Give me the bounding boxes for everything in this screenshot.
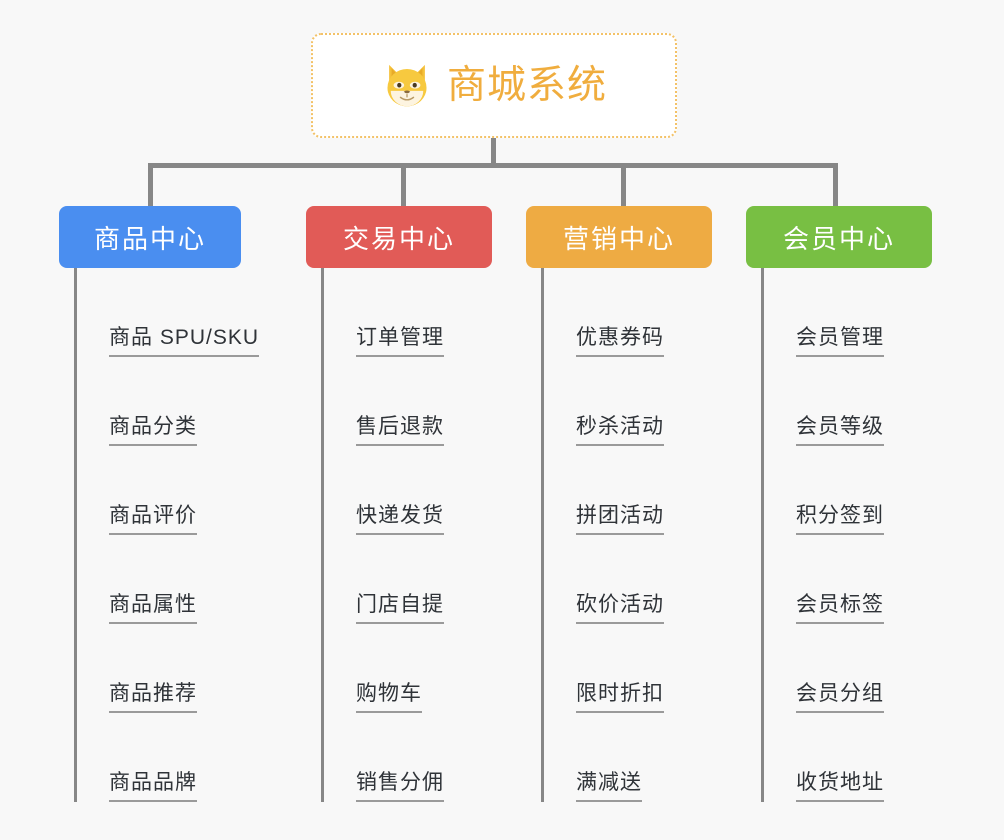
leaf-item[interactable]: 售后退款 (324, 357, 492, 446)
leaf-item[interactable]: 秒杀活动 (544, 357, 712, 446)
leaf-label: 限时折扣 (576, 681, 664, 705)
leaf-item[interactable]: 会员分组 (764, 624, 932, 713)
leaf-item[interactable]: 商品分类 (77, 357, 259, 446)
leaf-label: 收货地址 (796, 770, 884, 794)
leaf-item[interactable]: 商品推荐 (77, 624, 259, 713)
leaf-item[interactable]: 购物车 (324, 624, 492, 713)
drop-connector-3 (621, 163, 626, 206)
category-label: 营销中心 (562, 223, 675, 254)
leaf-underline: 优惠券码 (576, 326, 664, 357)
category-label: 商品中心 (93, 223, 206, 254)
category-column-3: 营销中心优惠券码秒杀活动拼团活动砍价活动限时折扣满减送 (526, 206, 712, 802)
leaf-item[interactable]: 收货地址 (764, 713, 932, 802)
leaf-label: 会员管理 (796, 325, 884, 349)
category-label: 交易中心 (342, 223, 455, 254)
leaf-item[interactable]: 商品评价 (77, 446, 259, 535)
leaf-underline: 商品品牌 (109, 771, 197, 802)
leaf-item[interactable]: 商品 SPU/SKU (77, 268, 260, 357)
leaf-label: 商品推荐 (109, 681, 197, 705)
leaf-label: 积分签到 (796, 503, 884, 527)
leaf-item[interactable]: 销售分佣 (324, 713, 492, 802)
leaf-list-1: 商品 SPU/SKU 商品分类商品评价商品属性商品推荐商品品牌 (74, 268, 260, 802)
leaf-list-4: 会员管理会员等级积分签到会员标签会员分组收货地址 (761, 268, 932, 802)
leaf-item[interactable]: 砍价活动 (544, 535, 712, 624)
leaf-underline: 会员标签 (796, 593, 884, 624)
leaf-label: 门店自提 (356, 592, 444, 616)
leaf-item[interactable]: 订单管理 (324, 268, 492, 357)
leaf-item[interactable]: 会员管理 (764, 268, 932, 357)
leaf-underline: 销售分佣 (356, 771, 444, 802)
bus-connector (148, 163, 836, 168)
drop-connector-1 (148, 163, 153, 206)
leaf-label: 拼团活动 (576, 503, 664, 527)
root-title: 商城系统 (446, 64, 607, 107)
category-column-4: 会员中心会员管理会员等级积分签到会员标签会员分组收货地址 (746, 206, 932, 802)
category-label: 会员中心 (782, 223, 895, 254)
leaf-underline: 订单管理 (356, 326, 444, 357)
leaf-underline: 会员等级 (796, 415, 884, 446)
leaf-label: 会员分组 (796, 681, 884, 705)
leaf-list-3: 优惠券码秒杀活动拼团活动砍价活动限时折扣满减送 (541, 268, 712, 802)
leaf-item[interactable]: 积分签到 (764, 446, 932, 535)
leaf-underline: 收货地址 (796, 771, 884, 802)
leaf-underline: 会员分组 (796, 682, 884, 713)
leaf-underline: 购物车 (356, 682, 422, 713)
leaf-list-2: 订单管理售后退款快递发货门店自提购物车销售分佣 (321, 268, 492, 802)
leaf-underline: 商品推荐 (109, 682, 197, 713)
leaf-underline: 快递发货 (356, 504, 444, 535)
category-header-3[interactable]: 营销中心 (526, 206, 712, 268)
leaf-label: 砍价活动 (576, 592, 664, 616)
leaf-underline: 门店自提 (356, 593, 444, 624)
leaf-item[interactable]: 商品属性 (77, 535, 259, 624)
leaf-item[interactable]: 拼团活动 (544, 446, 712, 535)
leaf-label: 购物车 (356, 681, 422, 705)
leaf-underline: 会员管理 (796, 326, 884, 357)
leaf-underline: 商品评价 (109, 504, 197, 535)
leaf-underline: 砍价活动 (576, 593, 664, 624)
drop-connector-4 (833, 163, 838, 206)
leaf-label: 订单管理 (356, 325, 444, 349)
leaf-label: 秒杀活动 (576, 414, 664, 438)
leaf-label: 优惠券码 (576, 325, 664, 349)
leaf-item[interactable]: 满减送 (544, 713, 712, 802)
leaf-item[interactable]: 商品品牌 (77, 713, 259, 802)
leaf-label: 售后退款 (356, 414, 444, 438)
category-header-2[interactable]: 交易中心 (306, 206, 492, 268)
drop-connector-2 (401, 163, 406, 206)
category-column-2: 交易中心订单管理售后退款快递发货门店自提购物车销售分佣 (306, 206, 492, 802)
leaf-label: 商品 SPU/SKU (109, 325, 260, 349)
leaf-label: 商品评价 (109, 503, 197, 527)
leaf-underline: 积分签到 (796, 504, 884, 535)
category-column-1: 商品中心商品 SPU/SKU 商品分类商品评价商品属性商品推荐商品品牌 (59, 206, 260, 802)
shiba-dog-icon (387, 64, 427, 106)
leaf-underline: 满减送 (576, 771, 642, 802)
trunk-connector (491, 138, 496, 166)
leaf-label: 快递发货 (356, 503, 444, 527)
leaf-label: 销售分佣 (356, 770, 444, 794)
leaf-underline: 商品分类 (109, 415, 197, 446)
leaf-item[interactable]: 优惠券码 (544, 268, 712, 357)
leaf-underline: 限时折扣 (576, 682, 664, 713)
leaf-underline: 商品 SPU/SKU (109, 325, 260, 357)
category-header-1[interactable]: 商品中心 (59, 206, 241, 268)
leaf-underline: 售后退款 (356, 415, 444, 446)
leaf-label: 商品属性 (109, 592, 197, 616)
leaf-underline: 秒杀活动 (576, 415, 664, 446)
leaf-underline: 商品属性 (109, 593, 197, 624)
leaf-item[interactable]: 快递发货 (324, 446, 492, 535)
leaf-item[interactable]: 会员标签 (764, 535, 932, 624)
leaf-item[interactable]: 限时折扣 (544, 624, 712, 713)
leaf-label: 满减送 (576, 770, 642, 794)
leaf-label: 会员等级 (796, 414, 884, 438)
category-header-4[interactable]: 会员中心 (746, 206, 932, 268)
root-node[interactable]: 商城系统 (311, 33, 677, 138)
leaf-label: 商品分类 (109, 414, 197, 438)
leaf-item[interactable]: 会员等级 (764, 357, 932, 446)
leaf-label: 商品品牌 (109, 770, 197, 794)
leaf-label: 会员标签 (796, 592, 884, 616)
leaf-underline: 拼团活动 (576, 504, 664, 535)
leaf-item[interactable]: 门店自提 (324, 535, 492, 624)
